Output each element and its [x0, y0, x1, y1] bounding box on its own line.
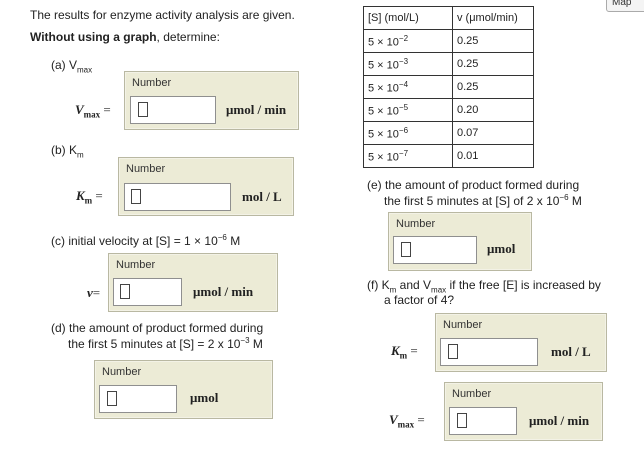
vmax-unit: μmol / min [226, 102, 287, 117]
part-d-line-2: the first 5 minutes at [S] = 2 x 10−3 M [68, 336, 263, 351]
number-label: Number [132, 77, 172, 89]
table-header-s: [S] (mol/L) [363, 6, 453, 30]
table-cell-v: 0.20 [452, 98, 534, 122]
km-variable: Km = [76, 188, 103, 206]
km-answer-box: Number mol / L [118, 157, 294, 216]
part-d-line-1: (d) the amount of product formed during [51, 321, 264, 335]
table-header-v: v (μmol/min) [452, 6, 534, 30]
km-input[interactable] [124, 183, 231, 211]
map-button[interactable]: Map [606, 0, 644, 12]
table-cell-s: 5 × 10−3 [363, 52, 453, 76]
part-a-label: (a) Vmax [51, 58, 93, 75]
map-button-label: Map [612, 0, 632, 8]
intro-rest: , determine: [156, 30, 220, 44]
v-unit: μmol / min [193, 284, 254, 299]
text-cursor [131, 189, 141, 204]
part-f-line-1: (f) Km and Vmax if the free [E] is incre… [367, 278, 601, 295]
part-f-line-2: a factor of 4? [384, 293, 455, 307]
part-c-label: (c) initial velocity at [S] = 1 × 10−6 M [51, 233, 241, 248]
intro-line-1: The results for enzyme activity analysis… [30, 8, 295, 22]
table-header-row: [S] (mol/L) v (μmol/min) [363, 6, 534, 30]
f-vmax-input[interactable] [449, 407, 517, 435]
vmax-variable: Vmax = [75, 102, 111, 120]
f-vmax-answer-box: Number μmol / min [444, 382, 603, 441]
table-cell-v: 0.25 [452, 29, 534, 53]
v-variable: v= [87, 285, 101, 300]
text-cursor [401, 242, 411, 257]
vmax-answer-box: Number μmol / min [124, 71, 299, 130]
table-cell-v: 0.25 [452, 52, 534, 76]
number-label: Number [116, 259, 156, 271]
table-cell-v: 0.01 [452, 144, 534, 168]
number-label: Number [396, 218, 436, 230]
part-e-line-1: (e) the amount of product formed during [367, 178, 580, 192]
part-e-line-2: the first 5 minutes at [S] of 2 x 10−6 M [384, 193, 582, 208]
f-vmax-variable: Vmax = [389, 412, 425, 430]
intro-emphasis: Without using a graph [30, 30, 157, 44]
e-answer-box: Number μmol [388, 212, 532, 271]
text-cursor [448, 344, 458, 359]
table-cell-s: 5 × 10−4 [363, 75, 453, 99]
d-answer-box: Number μmol [94, 360, 273, 419]
text-cursor [457, 413, 467, 428]
table-cell-s: 5 × 10−7 [363, 144, 453, 168]
table-cell-s: 5 × 10−5 [363, 98, 453, 122]
intro-line-2: Without using a graph, determine: [30, 30, 220, 44]
number-label: Number [126, 163, 166, 175]
text-cursor [138, 102, 148, 117]
f-vmax-unit: μmol / min [529, 413, 590, 428]
e-unit: μmol [487, 241, 516, 256]
v-input[interactable] [113, 278, 182, 306]
table-cell-s: 5 × 10−6 [363, 121, 453, 145]
text-cursor [120, 284, 130, 299]
table-cell-v: 0.25 [452, 75, 534, 99]
vmax-input[interactable] [130, 96, 216, 124]
number-label: Number [102, 366, 142, 378]
f-km-variable: Km = [391, 343, 418, 361]
f-km-input[interactable] [440, 338, 538, 366]
v-answer-box: Number μmol / min [108, 253, 278, 312]
f-km-answer-box: Number mol / L [435, 313, 607, 372]
f-km-unit: mol / L [551, 344, 591, 359]
table-cell-s: 5 × 10−2 [363, 29, 453, 53]
table-cell-v: 0.07 [452, 121, 534, 145]
d-input[interactable] [99, 385, 177, 413]
km-unit: mol / L [242, 189, 282, 204]
text-cursor [107, 391, 117, 406]
e-input[interactable] [393, 236, 477, 264]
d-unit: μmol [190, 390, 219, 405]
part-b-label: (b) Km [51, 143, 84, 160]
number-label: Number [443, 319, 483, 331]
number-label: Number [452, 388, 492, 400]
